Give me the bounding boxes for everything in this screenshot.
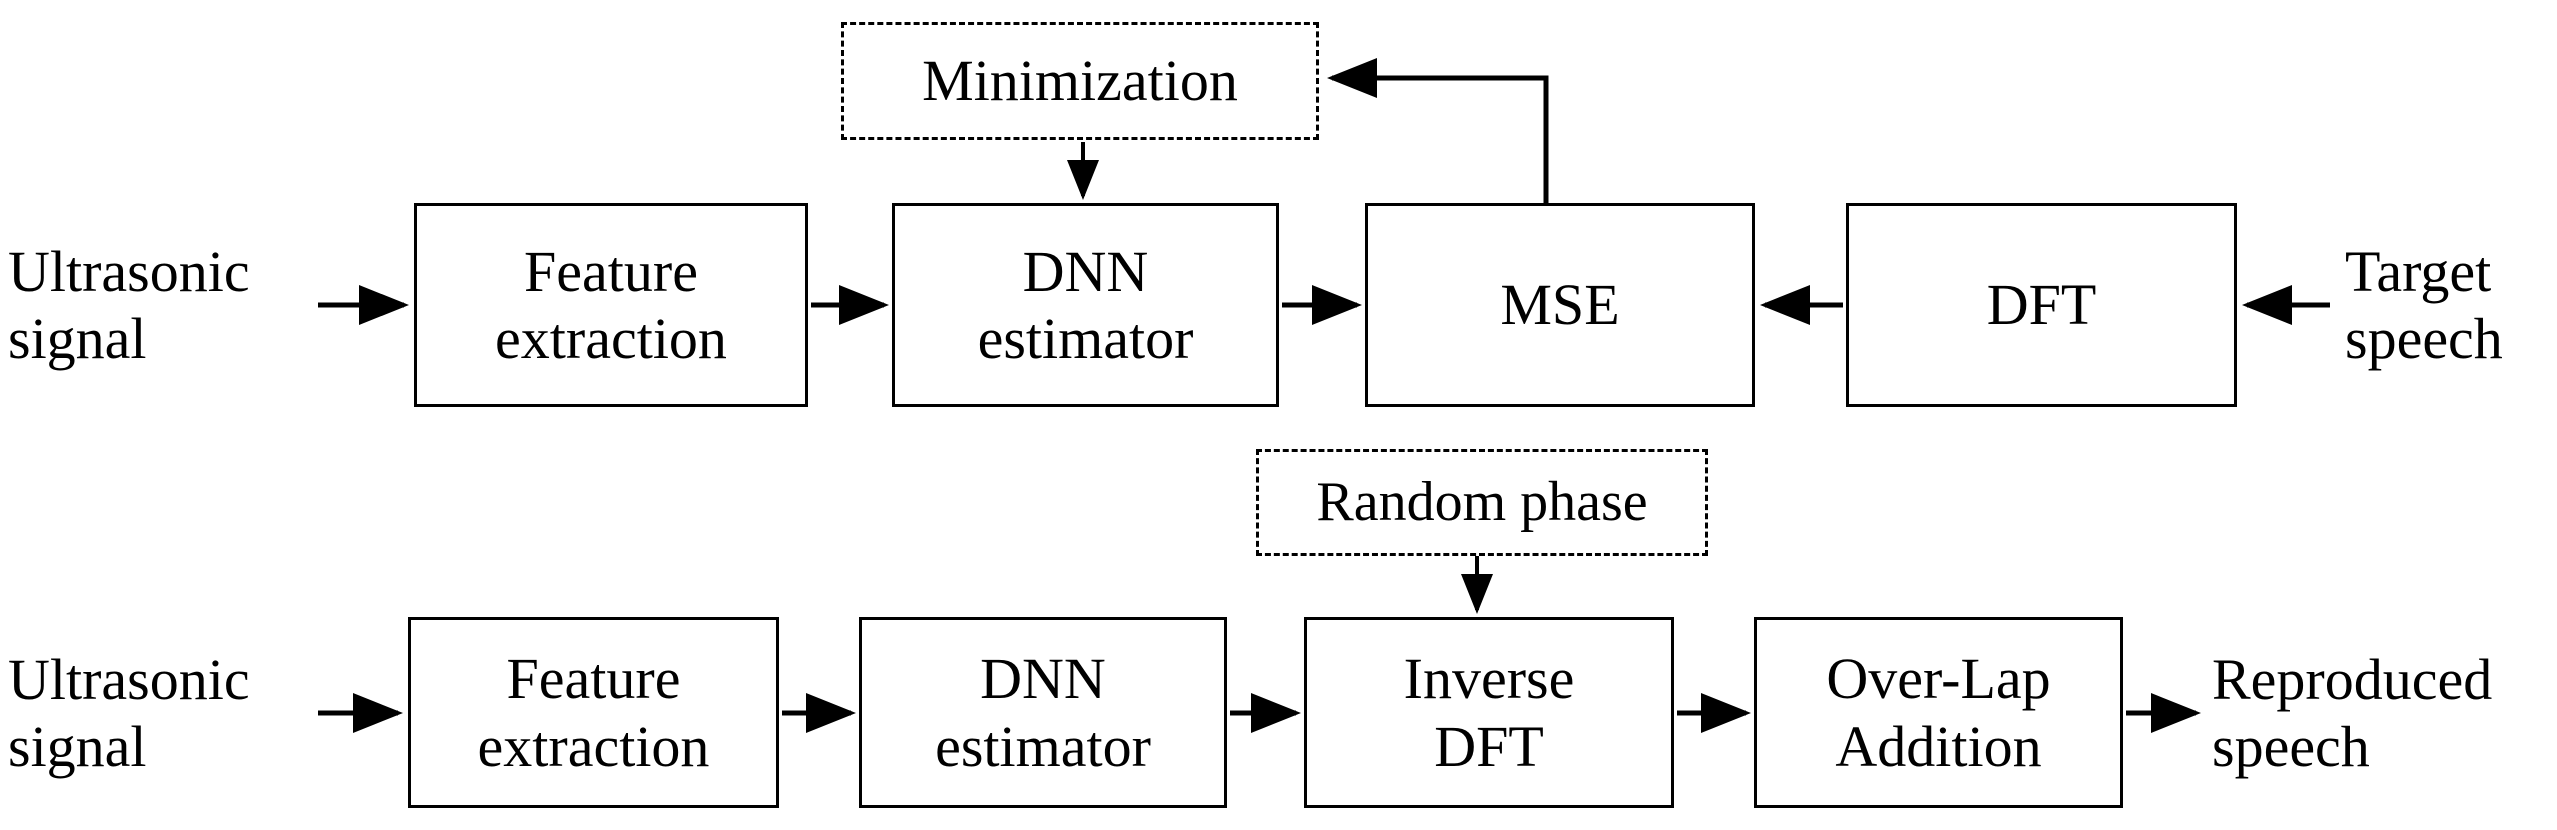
label-target-speech: Target speech xyxy=(2345,232,2557,378)
node-minimization[interactable]: Minimization xyxy=(841,22,1319,140)
node-label: DFT xyxy=(1986,272,2097,338)
node-label: Random phase xyxy=(1316,471,1648,534)
label-reproduced-speech: Reproduced speech xyxy=(2212,640,2552,786)
node-feature-extraction-bottom[interactable]: Feature extraction xyxy=(408,617,779,808)
label-line: speech xyxy=(2345,306,2503,371)
node-label: Addition xyxy=(1835,713,2042,779)
node-label: extraction xyxy=(495,306,727,371)
node-label: estimator xyxy=(977,306,1194,371)
node-label: Feature xyxy=(506,646,681,712)
node-label: Inverse xyxy=(1403,646,1575,712)
label-line: speech xyxy=(2212,714,2370,779)
label-line: Reproduced xyxy=(2212,646,2493,712)
node-label: MSE xyxy=(1500,272,1620,338)
node-label: extraction xyxy=(477,713,710,779)
node-label: Over-Lap xyxy=(1826,646,2051,712)
node-random-phase[interactable]: Random phase xyxy=(1256,449,1708,556)
node-dft[interactable]: DFT xyxy=(1846,203,2237,407)
node-inverse-dft[interactable]: Inverse DFT xyxy=(1304,617,1674,808)
label-line: Ultrasonic xyxy=(8,646,250,712)
node-overlap-addition[interactable]: Over-Lap Addition xyxy=(1754,617,2123,808)
node-label: DNN xyxy=(980,646,1106,712)
label-line: Target xyxy=(2345,238,2492,304)
node-label: DFT xyxy=(1434,713,1544,779)
label-line: signal xyxy=(8,306,147,371)
label-line: signal xyxy=(8,714,147,779)
node-label: estimator xyxy=(935,713,1151,779)
label-line: Ultrasonic xyxy=(8,238,250,304)
node-mse[interactable]: MSE xyxy=(1365,203,1755,407)
node-dnn-estimator-top[interactable]: DNN estimator xyxy=(892,203,1279,407)
node-label: Minimization xyxy=(922,48,1238,114)
node-feature-extraction-top[interactable]: Feature extraction xyxy=(414,203,808,407)
node-label: DNN xyxy=(1022,238,1149,304)
label-ultrasonic-signal-top: Ultrasonic signal xyxy=(8,232,308,378)
node-dnn-estimator-bottom[interactable]: DNN estimator xyxy=(859,617,1227,808)
node-label: Feature xyxy=(524,238,698,304)
label-ultrasonic-signal-bottom: Ultrasonic signal xyxy=(8,640,308,786)
arrow-mse-to-minimization xyxy=(1327,58,1549,203)
